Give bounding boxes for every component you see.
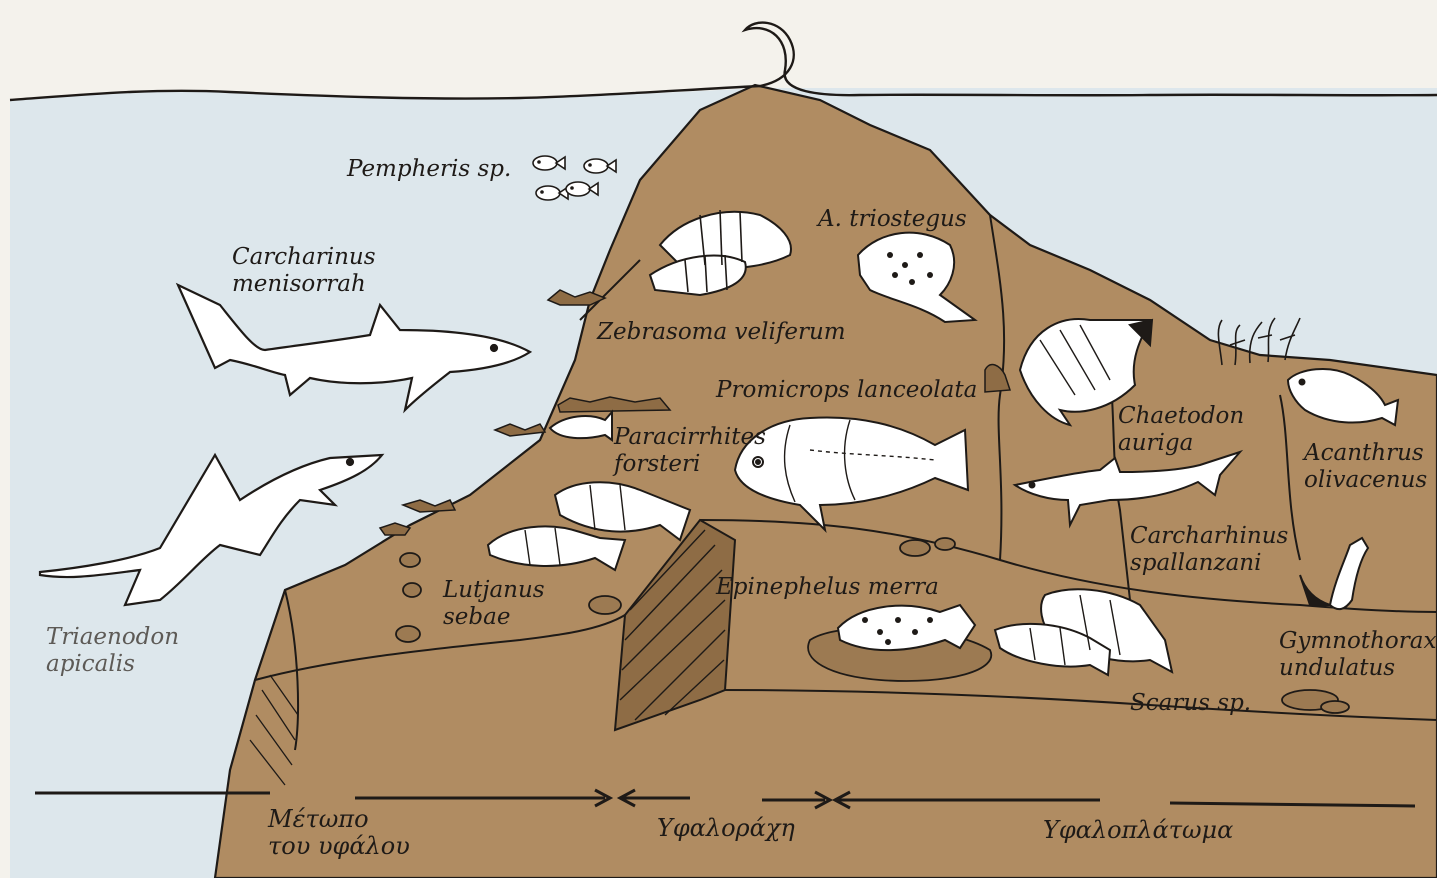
label-promicrops: Promicrops lanceolata xyxy=(716,377,977,404)
label-zebrasoma: Zebrasoma veliferum xyxy=(597,319,846,346)
label-triostegus: A. triostegus xyxy=(818,206,967,233)
label-paracirrhites: Paracirrhitesforsteri xyxy=(614,424,766,478)
label-gymnothorax: Gymnothoraxundulatus xyxy=(1279,628,1436,682)
label-pempheris: Pempheris sp. xyxy=(347,156,511,183)
label-acanthrus: Acanthrusolivacenus xyxy=(1304,440,1427,494)
label-lutjanus: Lutjanussebae xyxy=(443,577,545,631)
label-chaetodon: Chaetodonauriga xyxy=(1118,403,1244,457)
label-carcharhinus: Carcharhinusspallanzani xyxy=(1130,523,1288,577)
label-epinephelus: Epinephelus merra xyxy=(716,574,939,601)
zone-label-reef-front: Μέτωποτου υφάλου xyxy=(268,806,410,860)
label-triaenodon: Triaenodonapicalis xyxy=(46,624,179,678)
zone-label-reef-flat: Υφαλοπλάτωμα xyxy=(1043,817,1233,844)
label-scarus: Scarus sp. xyxy=(1130,690,1251,717)
label-carcharinus: Carcharinusmenisorrah xyxy=(232,244,376,298)
zone-label-reef-crest: Υφαλοράχη xyxy=(657,815,795,842)
